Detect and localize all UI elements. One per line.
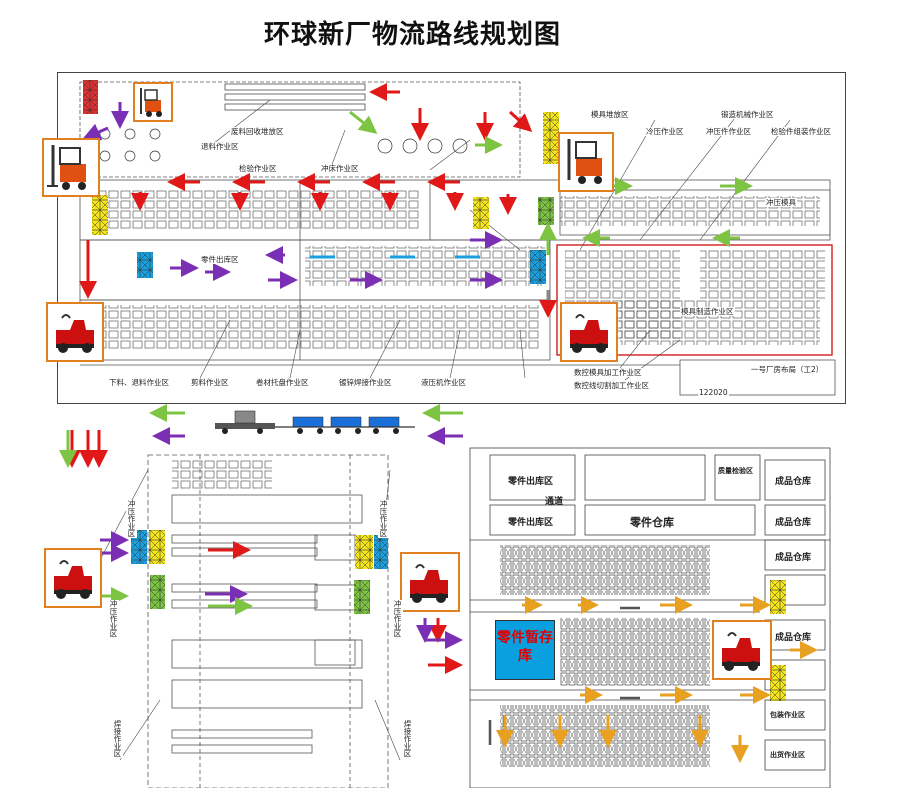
zone-label: 液压机作业区 <box>420 378 467 387</box>
zone-label: 冲压模具 <box>765 198 797 207</box>
zone-label: 冲压件作业区 <box>705 127 752 136</box>
side-label: 焊接作业区 <box>402 720 413 758</box>
temporary-parts-storage: 零件暂存库 <box>495 620 555 680</box>
tow-tractor-icon <box>46 302 104 362</box>
zone-label: 冲床作业区 <box>320 164 360 173</box>
bottom-right-plan <box>469 447 831 788</box>
tow-tractor-icon <box>44 548 102 608</box>
side-label: 冲压作业区 <box>378 500 389 538</box>
title-block-ref: 122020 <box>698 388 729 397</box>
area-label: 出货作业区 <box>770 751 805 759</box>
area-label: 质量检验区 <box>718 467 753 475</box>
zone-label: 废料回收堆放区 <box>230 127 285 136</box>
area-label: 成品仓库 <box>775 518 812 528</box>
area-label: 成品仓库 <box>775 477 812 487</box>
area-label: 成品仓库 <box>775 633 812 643</box>
zone-label: 镀锌焊接作业区 <box>338 378 393 387</box>
area-label: 成品仓库 <box>775 553 812 563</box>
side-label: 冲压作业区 <box>108 600 119 638</box>
forklift-icon <box>558 132 614 192</box>
area-label: 零件出库区 <box>508 477 554 487</box>
bottom-left-leaders <box>99 469 401 761</box>
flow-arrows-red <box>63 83 533 674</box>
zone-label: 退料作业区 <box>200 142 240 151</box>
page-title: 环球新厂物流路线规划图 <box>263 20 561 50</box>
forklift-icon <box>133 82 173 122</box>
side-label: 冲压作业区 <box>126 500 137 538</box>
tow-tractor-icon <box>560 302 618 362</box>
zone-label: 剪料作业区 <box>190 378 230 387</box>
zone-label: 检验件组装作业区 <box>770 127 832 136</box>
loading-stations <box>83 80 786 701</box>
area-label: 包装作业区 <box>770 711 805 719</box>
zone-label: 模具制造作业区 <box>680 307 735 316</box>
side-label: 冲压作业区 <box>392 600 403 638</box>
zone-label: 模具堆放区 <box>590 110 630 119</box>
tugger-train-icon <box>215 410 415 434</box>
flow-arrows-gray <box>488 606 640 745</box>
tow-tractor-icon <box>712 620 772 680</box>
side-label: 焊接作业区 <box>112 720 123 758</box>
flow-arrows-orange <box>496 596 818 763</box>
zone-label: 检验作业区 <box>238 164 278 173</box>
bottom-left-plan <box>147 454 389 788</box>
zone-label: 下料、退料作业区 <box>108 378 170 387</box>
zone-label: 卷材托盘作业区 <box>255 378 310 387</box>
title-block-drawing: 一号厂房布局（工2） <box>750 365 825 374</box>
forklift-icon <box>42 138 100 197</box>
area-label: 零件仓库 <box>630 516 674 529</box>
zone-label: 零件出库区 <box>200 255 240 264</box>
aisle-label: 通道 <box>545 497 564 507</box>
flow-arrows-green <box>59 110 753 615</box>
zone-label: 数控线切割加工作业区 <box>573 381 650 390</box>
tow-tractor-icon <box>400 552 460 612</box>
zone-label: 数控模具加工作业区 <box>573 368 643 377</box>
zone-label: 锻造机械作业区 <box>720 110 775 119</box>
flow-arrows-purple <box>82 102 503 649</box>
area-label: 零件出库区 <box>508 518 554 528</box>
zone-label: 冷压作业区 <box>645 127 685 136</box>
